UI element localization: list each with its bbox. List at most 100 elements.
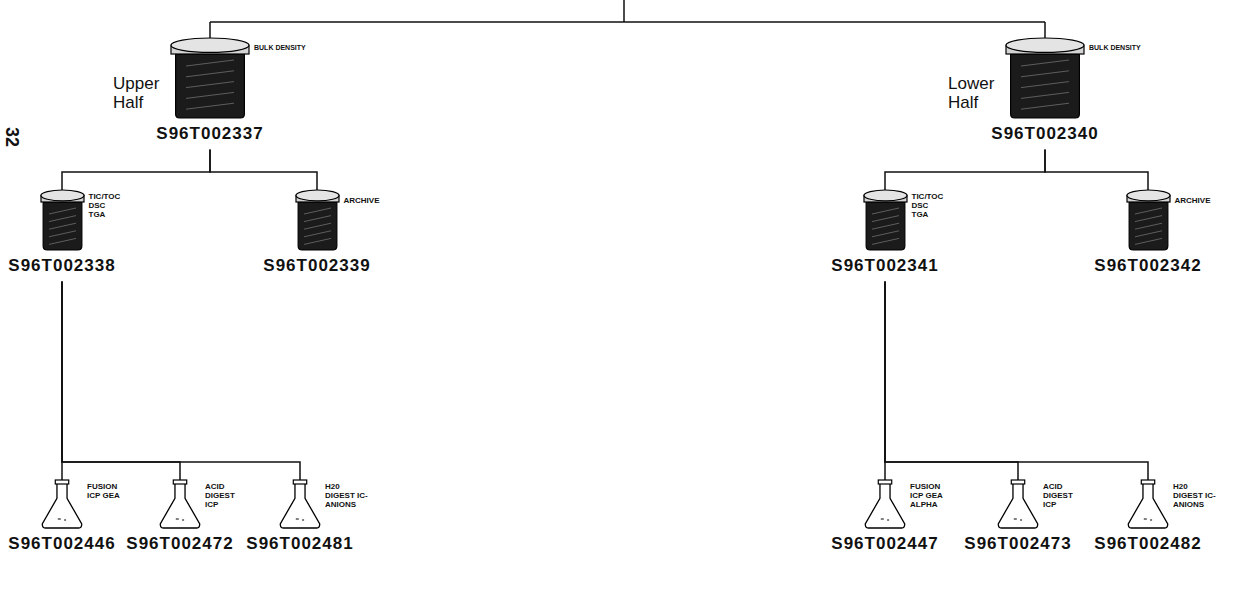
jar-lid-top: [864, 190, 907, 201]
sample-id: S96T002482: [1094, 534, 1201, 554]
connector-group: [62, 150, 1148, 480]
analysis-note: ACID DIGEST ICP: [1043, 482, 1075, 510]
jar-shape: [1126, 190, 1171, 250]
half-heading: Lower Half: [948, 75, 997, 112]
sample-id: S96T002337: [156, 124, 263, 144]
analysis-note: ACID DIGEST ICP: [205, 482, 237, 510]
jar-symbol: [170, 38, 250, 118]
jar-symbol: [863, 190, 908, 250]
analysis-note: BULK DENSITY: [254, 44, 306, 52]
page-number: 32: [3, 127, 21, 147]
jar-shape: [295, 190, 340, 250]
flask-node: ACID DIGEST ICPS96T002472: [126, 480, 233, 560]
jar-symbol: [295, 190, 340, 250]
flask-lip: [173, 480, 186, 484]
flask-mark: [176, 519, 184, 520]
sample-id: S96T002481: [246, 534, 353, 554]
sample-id: S96T002472: [126, 534, 233, 554]
tree-connector: [62, 282, 300, 480]
flask-symbol: [997, 480, 1039, 528]
jar-lid-top: [1006, 38, 1084, 52]
sample-id: S96T002342: [1094, 256, 1201, 276]
jar-node: TIC/TOC DSC TGAS96T002341: [831, 190, 938, 282]
flask-outline: [42, 484, 81, 528]
flask-mark: [1014, 519, 1022, 520]
jar-symbol: [1005, 38, 1085, 118]
flask-lip: [293, 480, 306, 484]
flask-node: ACID DIGEST ICPS96T002473: [964, 480, 1071, 560]
sample-id: S96T002446: [8, 534, 115, 554]
flask-shape: [279, 480, 321, 528]
flask-mark: [296, 519, 304, 520]
jar-body: [43, 202, 82, 250]
jar-shape: [1005, 38, 1085, 118]
flask-mark: [58, 519, 66, 520]
analysis-note: H20 DIGEST IC-ANIONS: [1173, 482, 1217, 510]
sample-id: S96T002340: [991, 124, 1098, 144]
jar-symbol: [1126, 190, 1171, 250]
jar-shape: [40, 190, 85, 250]
flask-shape: [997, 480, 1039, 528]
tree-connector: [62, 282, 180, 480]
analysis-note: BULK DENSITY: [1089, 44, 1141, 52]
flask-shape: [1127, 480, 1169, 528]
sample-id: S96T002447: [831, 534, 938, 554]
flask-node: FUSION ICP GEAS96T002446: [8, 480, 115, 560]
analysis-note: ARCHIVE: [344, 196, 383, 205]
flask-outline: [280, 484, 319, 528]
flask-node: H20 DIGEST IC-ANIONSS96T002482: [1094, 480, 1201, 560]
half-heading: Upper Half: [113, 75, 162, 112]
analysis-note: H20 DIGEST IC-ANIONS: [325, 482, 369, 510]
jar-node: TIC/TOC DSC TGAS96T002338: [8, 190, 115, 282]
flask-lip: [1141, 480, 1154, 484]
jar-lid-top: [296, 190, 339, 201]
flask-symbol: [159, 480, 201, 528]
jar-node: ARCHIVES96T002339: [263, 190, 370, 282]
flask-shape: [864, 480, 906, 528]
flask-mark: [881, 519, 889, 520]
sample-id: S96T002473: [964, 534, 1071, 554]
flask-lip: [1011, 480, 1024, 484]
flask-outline: [1128, 484, 1167, 528]
flask-shape: [159, 480, 201, 528]
jar-body: [298, 202, 337, 250]
jar-shading: [1135, 208, 1162, 244]
flask-symbol: [279, 480, 321, 528]
sample-id: S96T002341: [831, 256, 938, 276]
jar-node: ARCHIVES96T002342: [1094, 190, 1201, 282]
analysis-note: FUSION ICP GEA: [87, 482, 120, 500]
flask-lip: [55, 480, 68, 484]
flask-node: FUSION ICP GEA ALPHAS96T002447: [831, 480, 938, 560]
flask-symbol: [41, 480, 83, 528]
jar-body: [176, 54, 245, 118]
tree-connector: [1045, 150, 1148, 190]
analysis-note: FUSION ICP GEA ALPHA: [910, 482, 943, 510]
jar-lid-top: [41, 190, 84, 201]
flask-outline: [998, 484, 1037, 528]
jar-body: [1129, 202, 1168, 250]
analysis-note: ARCHIVE: [1175, 196, 1214, 205]
jar-lid-top: [171, 38, 249, 52]
jar-shading: [49, 208, 76, 244]
flask-node: H20 DIGEST IC-ANIONSS96T002481: [246, 480, 353, 560]
flask-mark: [1144, 519, 1152, 520]
flask-lip: [878, 480, 891, 484]
jar-shape: [170, 38, 250, 118]
sample-id: S96T002339: [263, 256, 370, 276]
tree-connector: [885, 282, 1148, 480]
analysis-note: TIC/TOC DSC TGA: [89, 192, 123, 220]
flask-symbol: [864, 480, 906, 528]
feed-line: [210, 0, 1045, 38]
jar-node: Lower HalfBULK DENSITYS96T002340: [991, 38, 1098, 150]
flask-outline: [160, 484, 199, 528]
tree-connector: [885, 282, 1018, 480]
tree-connector: [210, 150, 317, 190]
sample-id: S96T002338: [8, 256, 115, 276]
jar-body: [1011, 54, 1080, 118]
flask-outline: [865, 484, 904, 528]
jar-lid-top: [1127, 190, 1170, 201]
flask-shape: [41, 480, 83, 528]
jar-body: [866, 202, 905, 250]
analysis-note: TIC/TOC DSC TGA: [912, 192, 946, 220]
